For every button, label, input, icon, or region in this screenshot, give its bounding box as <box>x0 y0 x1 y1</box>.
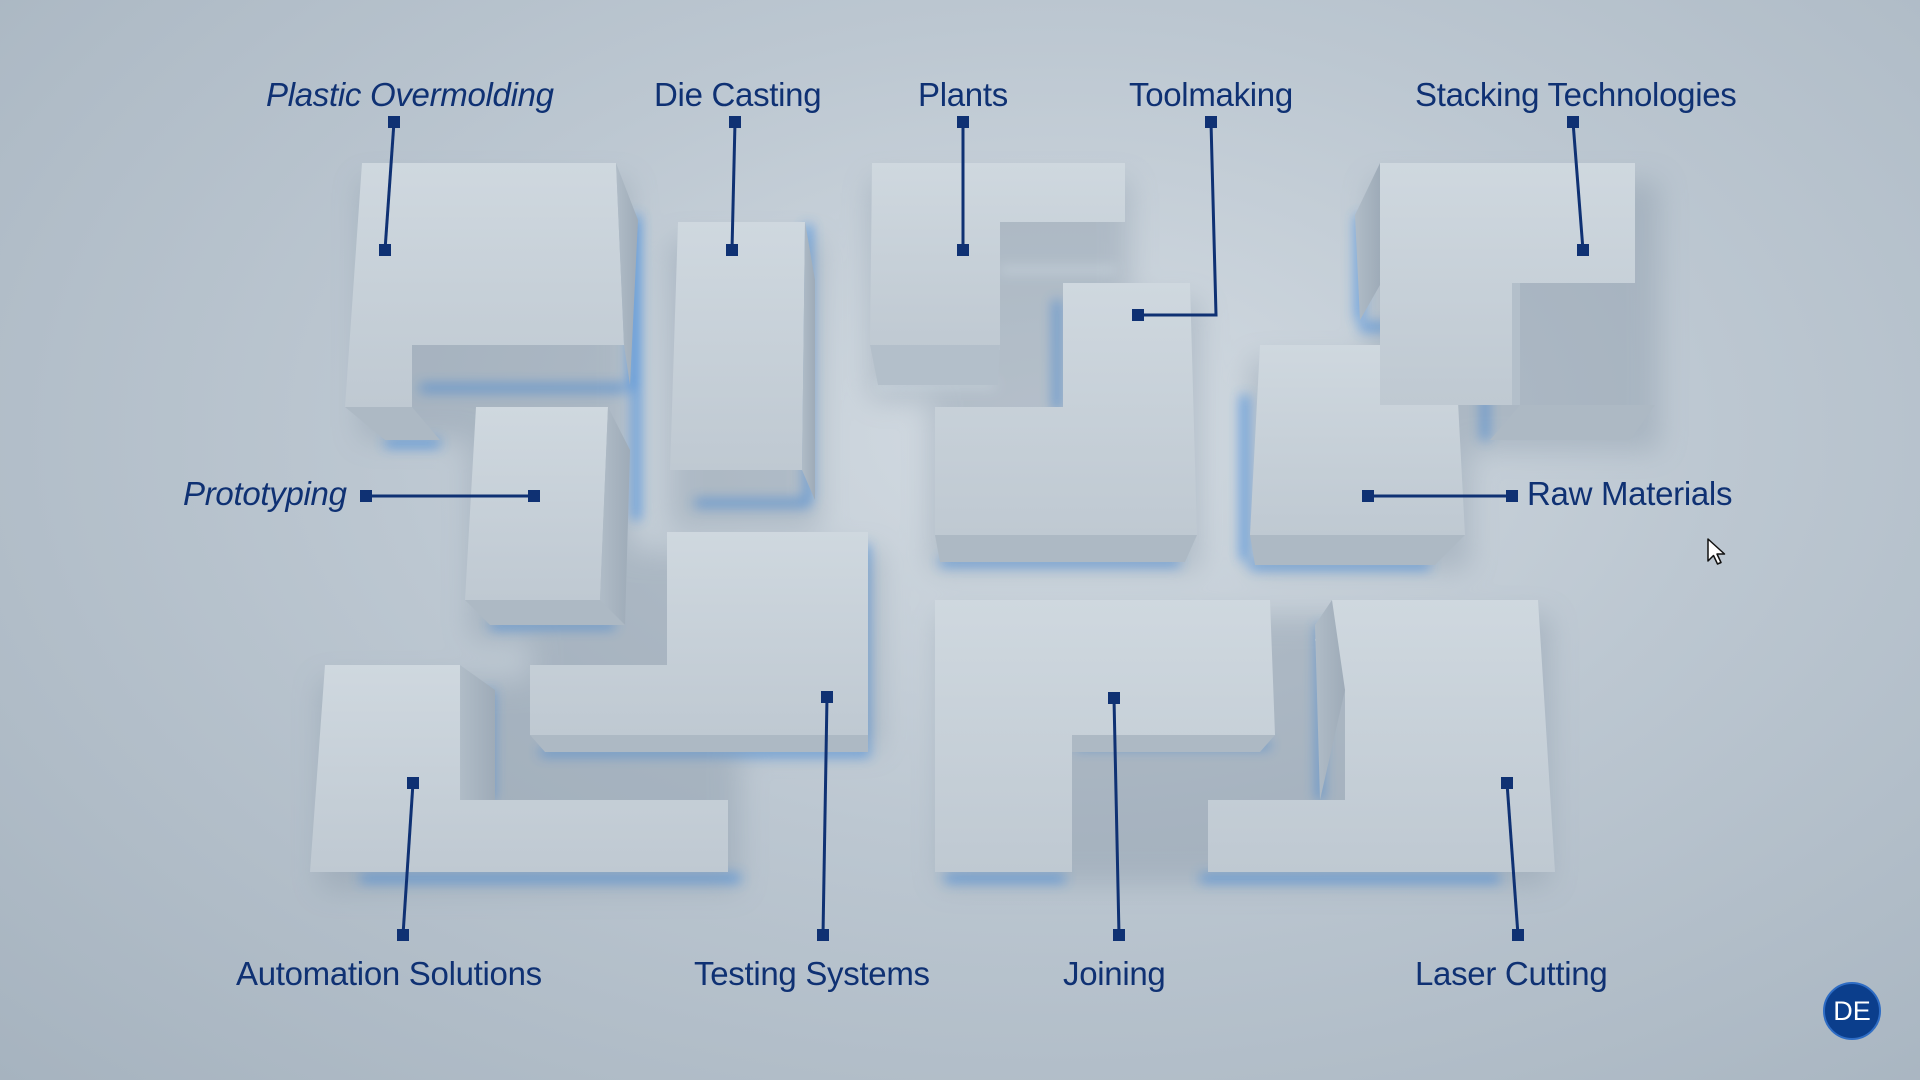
label-toolmaking[interactable]: Toolmaking <box>1129 76 1293 113</box>
leader-lines <box>366 121 1585 936</box>
label-prototyping[interactable]: Prototyping <box>183 475 347 512</box>
blocks <box>310 163 1655 872</box>
leader-joining <box>1112 697 1121 936</box>
leader-endpoints <box>360 116 1589 941</box>
mouse-pointer-icon <box>1707 538 1726 565</box>
leader-plastic-overmolding <box>383 121 396 251</box>
leader-laser-cutting <box>1505 782 1520 936</box>
label-automation-solutions[interactable]: Automation Solutions <box>236 955 542 992</box>
label-plastic-overmolding[interactable]: Plastic Overmolding <box>266 76 554 113</box>
leader-automation-solutions <box>401 782 415 936</box>
label-joining[interactable]: Joining <box>1063 955 1166 992</box>
label-raw-materials[interactable]: Raw Materials <box>1527 475 1733 512</box>
leader-testing-systems <box>821 696 829 936</box>
label-die-casting[interactable]: Die Casting <box>654 76 822 113</box>
label-testing-systems[interactable]: Testing Systems <box>694 955 930 992</box>
label-laser-cutting[interactable]: Laser Cutting <box>1415 955 1608 992</box>
label-plants[interactable]: Plants <box>918 76 1008 113</box>
leader-toolmaking <box>1138 121 1218 317</box>
leader-die-casting <box>730 121 737 251</box>
label-stacking-technologies[interactable]: Stacking Technologies <box>1415 76 1737 113</box>
language-switch-button[interactable]: DE <box>1823 982 1881 1040</box>
leader-stacking-technologies <box>1571 121 1585 251</box>
